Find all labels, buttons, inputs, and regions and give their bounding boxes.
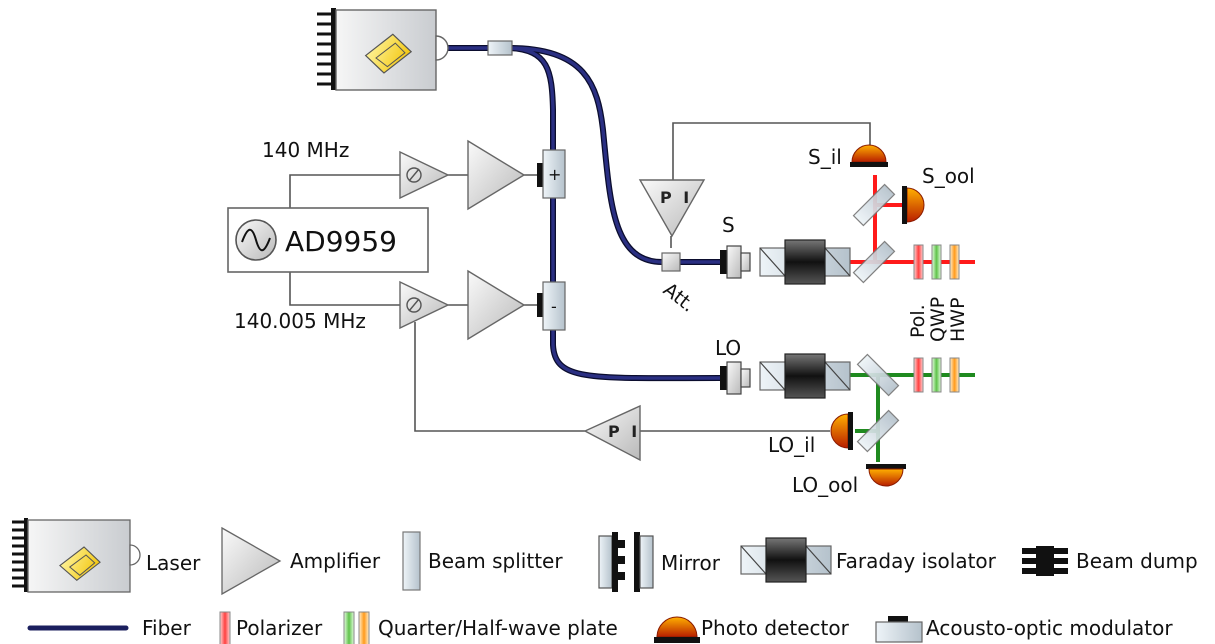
attenuator	[661, 252, 681, 272]
beam-splitter-lo-pickoff	[856, 409, 900, 453]
legend-polarizer-label: Polarizer	[236, 616, 323, 640]
legend-laser-symbol	[12, 518, 141, 593]
att-label: Att.	[659, 279, 699, 317]
legend-photodetector-label: Photo detector	[701, 616, 850, 640]
polarizer-lo	[913, 357, 924, 393]
legend-beam-splitter-symbol	[402, 531, 421, 591]
legend-photodetector-symbol	[654, 616, 700, 643]
lo-ool-label: LO_ool	[792, 473, 858, 497]
lo-label: LO	[715, 336, 741, 360]
legend: Laser Amplifier Beam splitter Mirror Far…	[12, 518, 1198, 644]
freq-top-label: 140 MHz	[262, 138, 349, 162]
legend-faraday-symbol	[740, 537, 832, 583]
photodetector-s-ool	[902, 186, 925, 224]
wire-sil-to-pi	[672, 122, 871, 180]
legend-fiber-label: Fiber	[142, 616, 192, 640]
legend-amplifier-symbol	[221, 526, 282, 596]
faraday-isolator-lo	[759, 353, 851, 399]
qwp-label: QWP	[927, 297, 949, 342]
legend-qwp-symbol	[343, 611, 355, 644]
qwp-signal	[931, 244, 942, 280]
dds-box: AD9959	[227, 207, 429, 273]
wire-dds-bottom	[289, 272, 400, 306]
pi-label-lo: P I	[608, 422, 640, 441]
legend-beam-dump-symbol	[1022, 546, 1068, 576]
aom-plus: +	[537, 149, 566, 199]
s-il-label: S_il	[808, 145, 842, 169]
legend-aom-symbol	[875, 616, 923, 643]
qwp-lo	[931, 357, 942, 393]
collimator-lo	[720, 361, 751, 395]
legend-waveplate-label: Quarter/Half-wave plate	[378, 616, 618, 640]
legend-laser-label: Laser	[146, 551, 201, 575]
amplifier-top	[467, 139, 526, 211]
vca-top	[399, 150, 450, 200]
electrical-wires	[289, 122, 871, 432]
laser-crystal	[364, 33, 413, 74]
optics-lo-arm	[913, 357, 960, 393]
pi-label-signal: P I	[660, 188, 692, 207]
fiber-beam-splitter	[487, 40, 513, 56]
legend-faraday-label: Faraday isolator	[836, 549, 997, 573]
optics-signal-arm	[913, 244, 960, 280]
wire-dds-top	[289, 174, 400, 208]
legend-hwp-symbol	[358, 611, 370, 644]
legend-mirror-symbol	[598, 532, 654, 592]
legend-aom-label: Acousto-optic modulator	[926, 616, 1173, 640]
wire-pi-to-vca	[414, 322, 585, 432]
hwp-label: HWP	[947, 297, 969, 342]
faraday-isolator-signal	[759, 239, 851, 285]
collimator-signal	[720, 245, 751, 279]
photodetector-lo-ool	[866, 464, 906, 487]
aom-plus-label: +	[548, 165, 561, 184]
photodetector-lo-il	[830, 412, 853, 450]
freq-bottom-label: 140.005 MHz	[234, 309, 366, 333]
hwp-signal	[949, 244, 960, 280]
photodetector-s-il	[850, 144, 888, 167]
fibers	[439, 45, 723, 382]
legend-beam-splitter-label: Beam splitter	[428, 549, 563, 573]
pi-controller-signal: P I	[638, 179, 706, 238]
laser-source	[317, 8, 449, 91]
aom-minus: -	[537, 281, 566, 331]
pol-label: Pol.	[907, 304, 929, 338]
pi-controller-lo: P I	[583, 404, 641, 462]
beam-splitter-signal-main	[852, 240, 896, 284]
legend-beam-dump-label: Beam dump	[1076, 549, 1198, 573]
legend-amplifier-label: Amplifier	[290, 549, 381, 573]
polarizer-signal	[913, 244, 924, 280]
dds-label: AD9959	[285, 225, 397, 258]
lo-il-label: LO_il	[768, 433, 815, 457]
hwp-lo	[949, 357, 960, 393]
signal-label: S	[722, 213, 735, 237]
vca-bottom	[399, 280, 450, 330]
beam-splitter-signal-pickoff	[852, 183, 896, 227]
beam-splitter-lo-main	[856, 353, 900, 397]
s-ool-label: S_ool	[922, 164, 975, 188]
legend-mirror-label: Mirror	[661, 551, 721, 575]
amplifier-bottom	[467, 269, 526, 341]
legend-polarizer-symbol	[219, 611, 231, 644]
aom-minus-label: -	[551, 297, 557, 316]
